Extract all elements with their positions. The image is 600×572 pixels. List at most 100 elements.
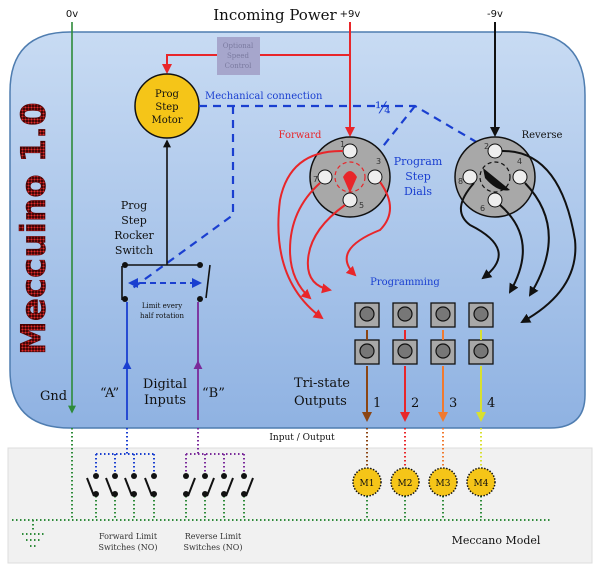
rocker-line3: Rocker — [114, 229, 154, 242]
forward-pos-1: 1 — [340, 140, 345, 149]
dials-line1: Program — [394, 155, 443, 168]
motor-line1: Prog — [155, 89, 180, 100]
rocker-line4: Switch — [115, 244, 153, 257]
button-cap-icon — [435, 343, 451, 359]
forward-leads — [277, 149, 391, 320]
forward-contact-3 — [367, 169, 383, 185]
tristate-line1: Tri-state — [294, 376, 350, 391]
tristate-output-number: 1 — [373, 396, 381, 411]
forward-switches-line1: Forward Limit — [99, 532, 158, 541]
reverse-label: Reverse — [522, 130, 563, 141]
gnd-label: Gnd — [40, 389, 67, 404]
reverse-switches-line2: Switches (NO) — [184, 543, 243, 552]
forward-limit-switch — [144, 473, 157, 497]
motor-line2: Step — [155, 102, 178, 113]
prog-step-motor: Prog Step Motor — [134, 73, 200, 139]
forward-contact-1 — [342, 143, 358, 159]
reverse-limit-switch — [241, 473, 254, 497]
speed-control-line3: Control — [225, 62, 252, 70]
reverse-pos-4: 4 — [517, 157, 522, 166]
tristate-output-number: 4 — [487, 396, 495, 411]
programming-button[interactable] — [468, 302, 494, 328]
motor-line3: Motor — [151, 115, 182, 126]
digital-inputs-line1: Digital — [143, 377, 187, 392]
reverse-contact-2 — [487, 143, 503, 159]
input-a-label: “A” — [100, 386, 119, 401]
reverse-limit-switch — [221, 473, 234, 497]
input-b-label: “B” — [202, 386, 225, 401]
rocker-note-line1: Limit every — [142, 302, 182, 310]
programming-label: Programming — [370, 277, 440, 288]
button-cap-icon — [473, 343, 489, 359]
forward-limit-switch — [105, 473, 118, 497]
programming-button[interactable] — [354, 302, 380, 328]
meccano-model-label: Meccano Model — [452, 534, 541, 547]
reverse-contact-6 — [487, 192, 503, 208]
limit-switches — [86, 473, 254, 497]
forward-contact-7 — [317, 169, 333, 185]
optional-speed-control: Optional Speed Control — [217, 37, 260, 75]
reverse-switches-line1: Reverse Limit — [185, 532, 242, 541]
button-cap-icon — [397, 343, 413, 359]
model-motors: M1 M2 M3 M4 — [352, 428, 496, 520]
programming-button[interactable] — [430, 339, 456, 365]
model-motor: M4 — [466, 467, 496, 497]
rocker-note-line2: half rotation — [140, 312, 185, 320]
rail-minus9v-label: -9v — [487, 9, 503, 20]
model-motor: M2 — [390, 467, 420, 497]
button-cap-icon — [473, 306, 489, 322]
model-motor-label: M2 — [398, 479, 413, 489]
forward-pos-3: 3 — [376, 157, 381, 166]
programming-buttons — [354, 302, 494, 365]
forward-dial: 1 3 5 7 — [309, 136, 391, 218]
mechanical-connection-label: Mechanical connection — [205, 91, 323, 102]
programming-button[interactable] — [392, 302, 418, 328]
brand-text: Meccuino 1.0 — [14, 102, 54, 355]
forward-contact-5 — [342, 192, 358, 208]
model-motor-label: M4 — [474, 479, 489, 489]
tristate-output-wires: 1 2 3 4 — [362, 330, 495, 422]
reverse-contact-4 — [512, 169, 528, 185]
reverse-pos-2: 2 — [484, 142, 489, 151]
model-motor-label: M3 — [436, 479, 451, 489]
rail-0v-label: 0v — [66, 9, 78, 20]
dials-line3: Dials — [404, 185, 432, 198]
reverse-pos-6: 6 — [480, 204, 485, 213]
programming-button[interactable] — [468, 339, 494, 365]
forward-limit-switch — [124, 473, 137, 497]
model-motor-label: M1 — [360, 479, 375, 489]
brand-logo: Meccuino 1.0 — [14, 102, 55, 355]
rocker-switch — [121, 262, 211, 302]
programming-button[interactable] — [392, 339, 418, 365]
tristate-output-number: 2 — [411, 396, 419, 411]
mechanical-link-main — [129, 104, 491, 291]
reverse-dial: 2 4 6 8 — [454, 136, 536, 218]
rocker-line1: Prog — [121, 199, 147, 212]
quarter-turn-label: ¼ — [375, 98, 391, 117]
forward-switches-line2: Switches (NO) — [99, 543, 158, 552]
reverse-pos-8: 8 — [458, 177, 463, 186]
tristate-line2: Outputs — [294, 394, 347, 409]
tristate-output-number: 3 — [449, 396, 457, 411]
reverse-limit-switch — [183, 473, 196, 497]
button-cap-icon — [435, 306, 451, 322]
model-wiring — [12, 428, 552, 547]
programming-button[interactable] — [430, 302, 456, 328]
reverse-limit-switch — [202, 473, 215, 497]
forward-limit-switch — [86, 473, 99, 497]
reverse-leads — [460, 149, 577, 323]
speed-feed-wire — [167, 54, 350, 72]
forward-label: Forward — [279, 130, 322, 141]
rocker-line2: Step — [121, 214, 147, 227]
speed-control-line1: Optional — [223, 42, 254, 50]
io-label: Input / Output — [269, 433, 335, 443]
button-cap-icon — [397, 306, 413, 322]
forward-pos-7: 7 — [313, 175, 318, 184]
speed-control-line2: Speed — [227, 52, 250, 60]
rail-plus9v-label: +9v — [340, 9, 361, 20]
button-cap-icon — [359, 306, 375, 322]
digital-inputs-line2: Inputs — [144, 393, 186, 408]
meccano-model-panel — [7, 447, 593, 564]
programming-button[interactable] — [354, 339, 380, 365]
